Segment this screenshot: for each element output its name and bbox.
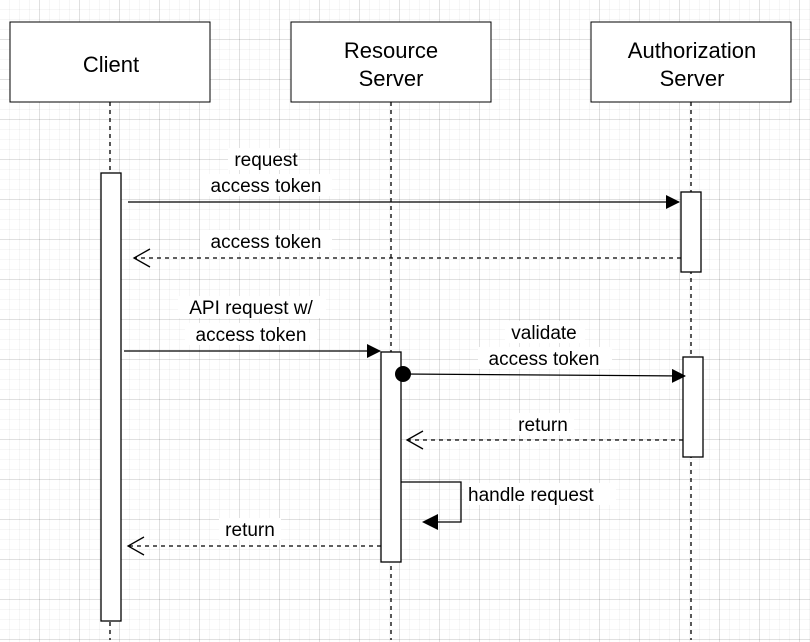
participant-resource-server-label-line1: Resource (344, 38, 438, 63)
activation-client[interactable] (100, 172, 122, 622)
message-label-line2: access token (489, 349, 600, 370)
activation-authorization-server-1[interactable] (680, 191, 702, 273)
activation-resource-server[interactable] (380, 351, 402, 563)
message-label-line2: access token (196, 325, 307, 346)
open-arrowhead-icon (126, 536, 145, 556)
participant-authorization-server-label-line2: Server (660, 66, 725, 91)
participant-client-label: Client (83, 52, 139, 77)
message-return-response[interactable]: return (126, 518, 381, 556)
message-api-request[interactable]: API request w/ access token (124, 296, 381, 358)
participant-resource-server-label-line2: Server (359, 66, 424, 91)
open-arrowhead-icon (132, 248, 151, 268)
message-label-line2: access token (211, 176, 322, 197)
participant-client[interactable]: Client (9, 21, 211, 103)
message-validate-access-token[interactable]: validate access token (395, 321, 686, 383)
message-return-validation[interactable]: return (405, 413, 683, 450)
participant-authorization-server-label-line1: Authorization (628, 38, 756, 63)
open-arrowhead-icon (405, 430, 424, 450)
message-label-line1: API request w/ (189, 298, 313, 319)
message-access-token-response[interactable]: access token (132, 230, 681, 268)
message-handle-request[interactable]: handle request (401, 481, 616, 530)
message-label: return (518, 415, 568, 436)
message-label: access token (211, 232, 322, 253)
message-label: return (225, 520, 275, 541)
participant-resource-server[interactable]: Resource Server (290, 21, 492, 103)
participant-authorization-server[interactable]: Authorization Server (590, 21, 792, 103)
message-label-line1: validate (511, 323, 577, 344)
message-label-line1: request (234, 150, 298, 171)
filled-arrowhead-icon (422, 514, 438, 530)
message-label: handle request (468, 485, 594, 506)
activation-authorization-server-2[interactable] (682, 356, 704, 458)
message-request-access-token[interactable]: request access token (128, 148, 680, 209)
